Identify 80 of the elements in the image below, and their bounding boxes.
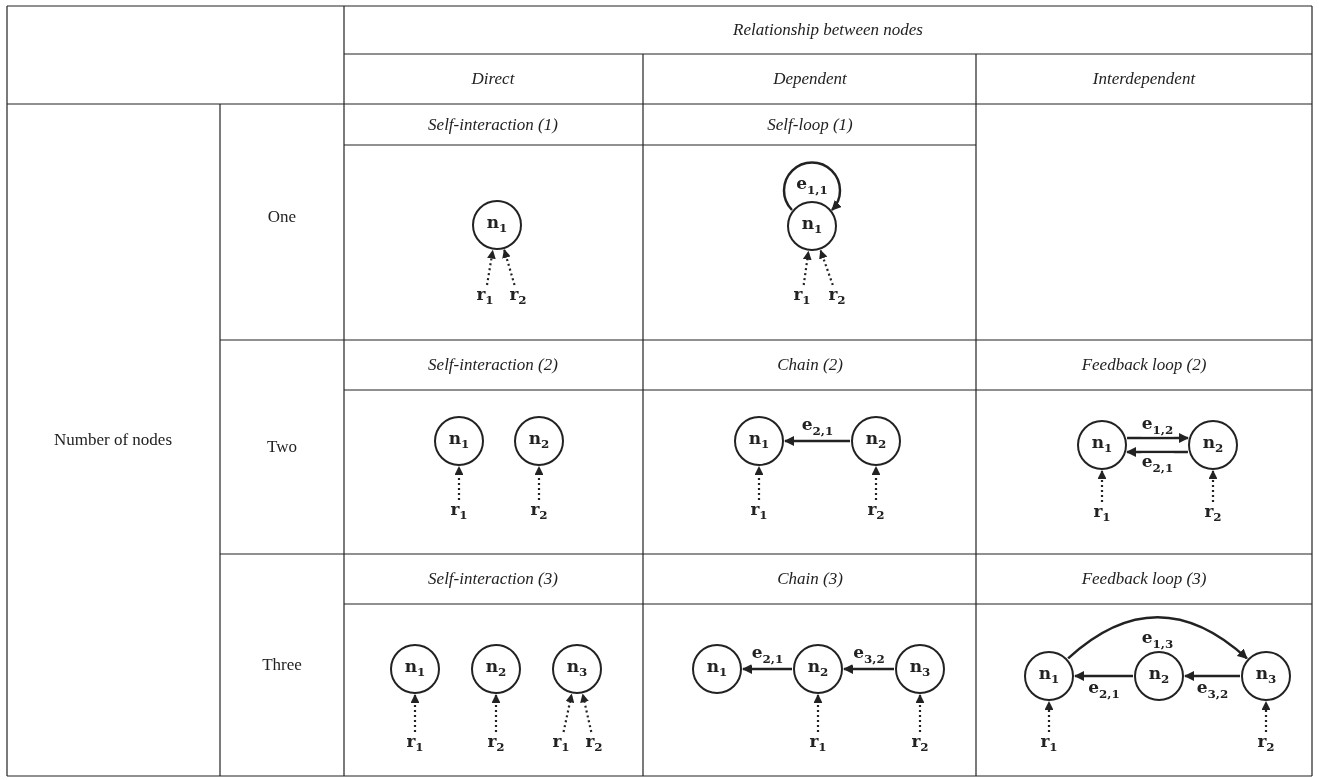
input-label: r$_{1}$ bbox=[788, 285, 816, 309]
column-header: Interdependent bbox=[1092, 69, 1196, 89]
circle-node: n$_{1}$ bbox=[692, 644, 742, 694]
column-header: Dependent bbox=[773, 69, 847, 89]
dotted-arrow bbox=[1208, 470, 1218, 502]
dotted-arrow bbox=[871, 466, 881, 500]
dotted-arrow bbox=[1044, 701, 1054, 732]
input-label: r$_{1}$ bbox=[471, 285, 499, 309]
input-label: r$_{1}$ bbox=[401, 732, 429, 756]
dotted-arrow bbox=[534, 466, 544, 500]
input-label: r$_{2}$ bbox=[906, 732, 934, 756]
circle-node: n$_{1}$ bbox=[1077, 420, 1127, 470]
arrow bbox=[784, 436, 850, 446]
circle-node: n$_{3}$ bbox=[1241, 651, 1291, 701]
input-label: r$_{2}$ bbox=[1199, 502, 1227, 526]
dotted-arrow bbox=[1097, 470, 1107, 502]
circle-node: n$_{3}$ bbox=[895, 644, 945, 694]
dotted-arrow bbox=[562, 693, 575, 733]
dotted-arrow bbox=[754, 466, 764, 500]
dotted-arrow bbox=[819, 249, 834, 286]
column-header: Relationship between nodes bbox=[733, 20, 923, 40]
arrow bbox=[1127, 433, 1189, 443]
edge-label: e$_{1,1}$ bbox=[795, 175, 829, 197]
cell-heading: Self-interaction (1) bbox=[428, 115, 558, 135]
dotted-arrow bbox=[491, 694, 501, 732]
input-label: r$_{2}$ bbox=[862, 500, 890, 524]
dotted-arrow bbox=[802, 250, 812, 286]
column-header: Direct bbox=[471, 69, 515, 89]
arrow bbox=[1067, 615, 1248, 660]
input-label: r$_{2}$ bbox=[525, 500, 553, 524]
cell-heading: Self-interaction (2) bbox=[428, 355, 558, 375]
circle-node: n$_{2}$ bbox=[851, 416, 901, 466]
dotted-arrow bbox=[502, 249, 516, 286]
arrow bbox=[742, 664, 792, 674]
dotted-arrow bbox=[485, 249, 496, 286]
arrow bbox=[1184, 671, 1240, 681]
arrow bbox=[1074, 671, 1133, 681]
cell-heading: Chain (2) bbox=[777, 355, 843, 375]
input-label: r$_{2}$ bbox=[482, 732, 510, 756]
cell-heading: Feedback loop (2) bbox=[1081, 355, 1207, 375]
circle-node: n$_{2}$ bbox=[1134, 651, 1184, 701]
row-header: One bbox=[267, 207, 297, 227]
dotted-arrow bbox=[813, 694, 823, 732]
input-label: r$_{1}$ bbox=[1035, 732, 1063, 756]
circle-node: n$_{1}$ bbox=[472, 200, 522, 250]
circle-node: n$_{1}$ bbox=[734, 416, 784, 466]
dotted-arrow bbox=[454, 466, 464, 500]
circle-node: n$_{3}$ bbox=[552, 644, 602, 694]
arrow bbox=[843, 664, 894, 674]
input-label: r$_{1}$ bbox=[547, 732, 575, 756]
arrow bbox=[782, 161, 842, 211]
arrow bbox=[1126, 447, 1188, 457]
circle-node: n$_{2}$ bbox=[514, 416, 564, 466]
cell-heading: Feedback loop (3) bbox=[1081, 569, 1207, 589]
input-label: r$_{2}$ bbox=[580, 732, 608, 756]
dotted-arrow bbox=[1261, 701, 1271, 732]
input-label: r$_{1}$ bbox=[445, 500, 473, 524]
cell-heading: Chain (3) bbox=[777, 569, 843, 589]
dotted-arrow bbox=[915, 694, 925, 732]
circle-node: n$_{1}$ bbox=[787, 201, 837, 251]
circle-node: n$_{1}$ bbox=[390, 644, 440, 694]
row-header: Three bbox=[262, 655, 302, 675]
input-label: r$_{1}$ bbox=[745, 500, 773, 524]
circle-node: n$_{1}$ bbox=[434, 416, 484, 466]
edge-label: e$_{2,1}$ bbox=[1140, 453, 1175, 475]
dotted-arrow bbox=[580, 693, 593, 733]
dotted-arrow bbox=[410, 694, 420, 732]
cell-heading: Self-loop (1) bbox=[767, 115, 853, 135]
input-label: r$_{2}$ bbox=[823, 285, 851, 309]
input-label: r$_{2}$ bbox=[1252, 732, 1280, 756]
input-label: r$_{1}$ bbox=[1088, 502, 1116, 526]
input-label: r$_{1}$ bbox=[804, 732, 832, 756]
input-label: r$_{2}$ bbox=[504, 285, 532, 309]
circle-node: n$_{2}$ bbox=[793, 644, 843, 694]
cell-heading: Self-interaction (3) bbox=[428, 569, 558, 589]
circle-node: n$_{2}$ bbox=[1188, 420, 1238, 470]
circle-node: n$_{1}$ bbox=[1024, 651, 1074, 701]
circle-node: n$_{2}$ bbox=[471, 644, 521, 694]
row-header: Two bbox=[267, 437, 297, 457]
row-header: Number of nodes bbox=[54, 430, 172, 450]
